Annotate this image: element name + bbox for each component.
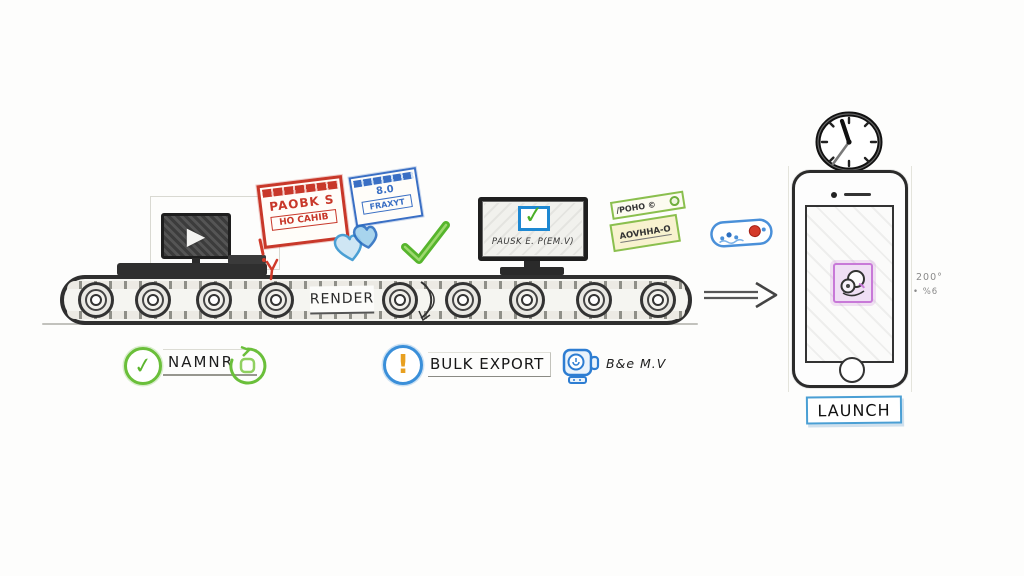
laptop-step xyxy=(228,255,266,264)
launch-button[interactable]: LAUNCH xyxy=(805,395,903,425)
video-player-stand xyxy=(192,258,200,265)
rotation-arcs-icon xyxy=(418,281,435,322)
belt-roller xyxy=(509,282,545,318)
monitor-checkbox: ✓ xyxy=(518,199,550,231)
laptop-base xyxy=(117,263,267,276)
phone-screen xyxy=(805,205,894,363)
check-icon: ✓ xyxy=(522,199,546,230)
monitor-stand xyxy=(524,261,540,268)
green-tag-body: AOVHHA-O xyxy=(609,213,681,253)
monitor-base xyxy=(500,267,564,275)
camera-monitor-icon xyxy=(562,348,600,384)
belt-roller xyxy=(576,282,612,318)
namnr-underline xyxy=(163,374,257,376)
preview-monitor: ✓ PAUSK E. P(EM.V) xyxy=(478,197,588,261)
arrow-right-icon xyxy=(704,281,778,309)
belt-tread-bottom xyxy=(67,311,685,319)
belt-roller xyxy=(78,282,114,318)
home-button[interactable] xyxy=(839,357,865,383)
camera-dot-icon xyxy=(831,192,837,198)
toggle-pill[interactable] xyxy=(709,217,775,251)
belt-tread-top xyxy=(67,281,685,289)
green-tag: /POHO © AOVHHA-O xyxy=(606,190,696,260)
video-player: ▶ xyxy=(161,213,231,259)
belt-roller xyxy=(135,282,171,318)
refresh-swirl-icon xyxy=(229,345,267,385)
monitor-caption: PAUSK E. P(EM.V) xyxy=(491,237,575,247)
belt-roller xyxy=(640,282,676,318)
green-dot-icon xyxy=(668,195,681,207)
belt-roller xyxy=(196,282,232,318)
red-scribble-icon xyxy=(258,238,279,281)
green-tag-top-label: /POHO © xyxy=(615,199,657,215)
smartphone xyxy=(792,170,908,388)
app-doodle-icon xyxy=(840,270,865,297)
exclamation-icon: ! xyxy=(397,350,409,380)
alert-badge: ! xyxy=(383,345,423,385)
pencil-guide-line xyxy=(911,166,912,392)
phone-note-line1: 200° xyxy=(916,272,943,283)
hearts-doodle-icon xyxy=(333,224,378,262)
speaker-line-icon xyxy=(844,193,871,196)
phone-note-line2: • %6 xyxy=(913,287,939,297)
namnr-topline xyxy=(163,349,257,350)
check-icon xyxy=(401,221,450,264)
clock-icon xyxy=(815,111,883,173)
pencil-guide-line xyxy=(788,166,789,392)
belt-roller xyxy=(258,282,294,318)
green-tag-bottom-label: AOVHHA-O xyxy=(618,223,672,243)
belt-roller xyxy=(382,282,418,318)
success-check-badge: ✓ xyxy=(124,347,162,385)
media-label: B&e M.V xyxy=(606,356,667,371)
app-icon[interactable] xyxy=(833,263,873,303)
play-icon: ▶ xyxy=(186,222,206,250)
belt-roller xyxy=(445,282,481,318)
check-icon: ✓ xyxy=(132,352,154,380)
bulk-export-label: BULK EXPORT xyxy=(428,352,552,377)
namnr-label: NAMNR xyxy=(168,353,235,371)
render-label: RENDER xyxy=(310,285,374,315)
